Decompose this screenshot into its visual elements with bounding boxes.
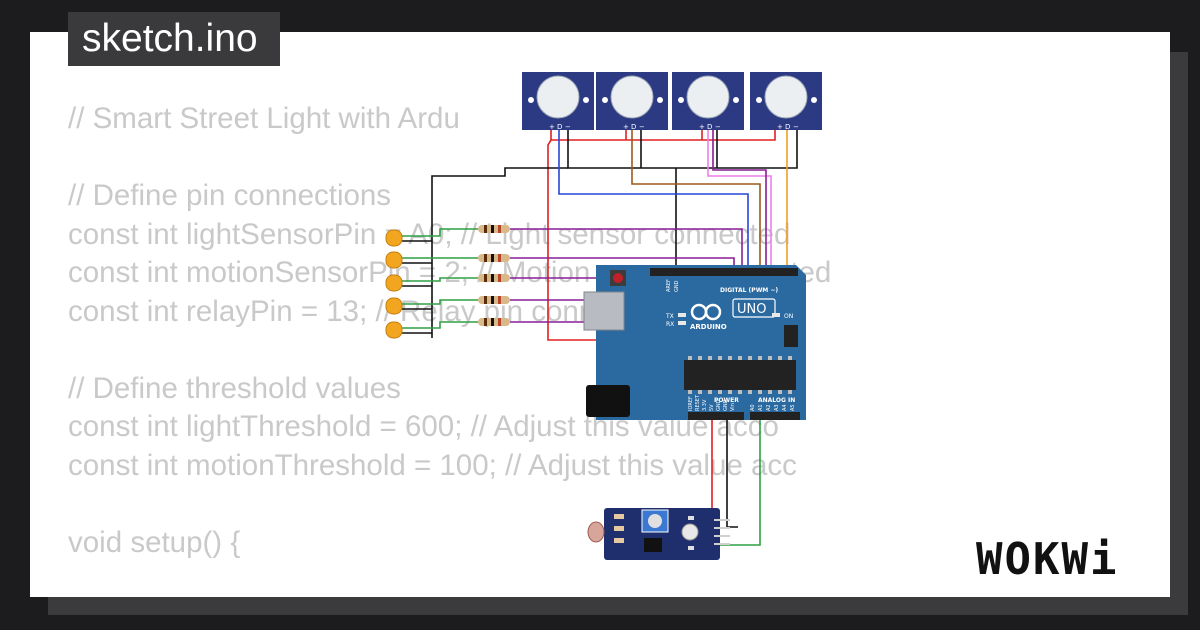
pir-pin-labels: + D − + D − + D − + D −: [549, 123, 799, 131]
pir-pin-label: −: [715, 123, 721, 131]
file-tab[interactable]: sketch.ino: [68, 12, 280, 66]
resistor: [478, 318, 510, 326]
analog-header: [750, 412, 800, 420]
pir-pin-label: D: [707, 123, 712, 131]
arduino-logo-icon: [690, 303, 722, 321]
usb-connector: [583, 291, 625, 331]
pir-pin-label: +: [549, 123, 555, 131]
resistor: [478, 296, 510, 304]
pir-pin-label: D: [631, 123, 636, 131]
led: [385, 251, 403, 269]
on-label: ON: [784, 313, 793, 320]
pir-pin-label: D: [785, 123, 790, 131]
pir-pin-label: +: [623, 123, 629, 131]
code-line: const int lightSensorPin = A0; // Light …: [68, 217, 791, 251]
led: [385, 321, 403, 339]
pir-pin-label: +: [777, 123, 783, 131]
board-logo-text: ARDUINO: [690, 323, 727, 331]
ldr-sensor-module[interactable]: [587, 508, 730, 560]
led: [385, 229, 403, 247]
analog-pin-label: A3: [774, 404, 780, 411]
analog-pin-label: A5: [790, 404, 796, 411]
pir-pin-label: +: [699, 123, 705, 131]
pir-sensor-3[interactable]: [672, 72, 744, 130]
comparator-chip: [644, 538, 662, 552]
power-pin-label: 3.3V: [702, 399, 708, 411]
microcontroller-chip: [684, 360, 796, 390]
power-pin-label: Vin: [730, 403, 736, 411]
analog-label: ANALOG IN: [758, 397, 795, 404]
power-pin-label: GND: [716, 399, 722, 411]
power-header: [688, 412, 744, 420]
analog-pin-label: A4: [782, 404, 788, 411]
digital-label: DIGITAL (PWM ~): [720, 287, 778, 294]
power-jack: [586, 385, 630, 417]
tx-label: TX: [665, 313, 674, 320]
power-pin-label: RESET: [695, 394, 701, 411]
power-pin-label: 5V: [709, 404, 715, 411]
leds: [385, 229, 403, 339]
icsp-header: [784, 325, 798, 347]
code-line: // Define threshold values: [68, 371, 401, 405]
code-line: void setup() {: [68, 525, 241, 559]
power-label: POWER: [714, 397, 739, 404]
pir-pin-label: D: [557, 123, 562, 131]
code-line: const int motionThreshold = 100; // Adju…: [68, 448, 797, 482]
code-line: // Smart Street Light with Ardu: [68, 102, 460, 135]
analog-pin-label: A2: [766, 404, 772, 411]
code-line: // Define pin connections: [68, 179, 392, 212]
board-model: UNO: [737, 302, 766, 317]
led: [385, 297, 403, 315]
led: [385, 274, 403, 292]
resistors: [478, 225, 510, 326]
aref-label: AREF: [666, 279, 672, 292]
analog-pin-label: A1: [758, 404, 764, 411]
rx-label: RX: [666, 321, 674, 328]
digital-header: [650, 268, 798, 276]
gnd-label: GND: [674, 280, 680, 292]
resistor: [478, 274, 510, 282]
pir-pin-label: −: [793, 123, 799, 131]
pir-sensor-2[interactable]: [596, 72, 668, 130]
power-pin-label: IOREF: [688, 396, 694, 411]
power-pin-label: GND: [723, 399, 729, 411]
pir-pin-label: −: [565, 123, 571, 131]
resistor: [478, 254, 510, 262]
resistor: [478, 225, 510, 233]
arduino-uno-board[interactable]: ARDUINO UNO DIGITAL (PWM ~) ANALOG IN PO…: [583, 265, 806, 420]
wokwi-logo: WOKWi: [976, 534, 1119, 585]
pir-sensor-4[interactable]: [750, 72, 822, 130]
analog-pin-label: A0: [750, 404, 756, 411]
pir-sensor-1[interactable]: [522, 72, 594, 130]
photoresistor: [587, 521, 605, 543]
pir-pin-label: −: [639, 123, 645, 131]
